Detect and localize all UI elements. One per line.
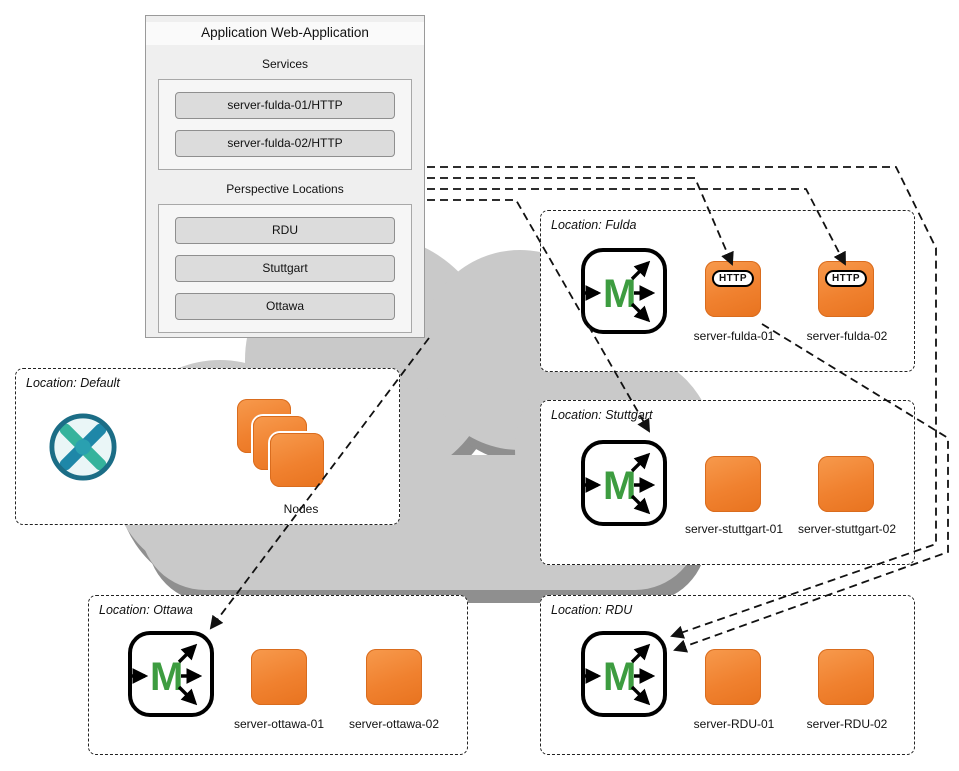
server-cube-fulda-02[interactable]: HTTP	[818, 261, 874, 317]
message-router-icon[interactable]: M	[579, 629, 669, 719]
server-cube-ottawa-02[interactable]	[366, 649, 422, 705]
m-letter: M	[603, 272, 636, 316]
server-cube-ottawa-01[interactable]	[251, 649, 307, 705]
server-label: server-fulda-02	[806, 329, 888, 343]
platform-logo-icon	[49, 413, 117, 481]
m-letter: M	[603, 655, 636, 699]
perspective-locations-heading: Perspective Locations	[226, 182, 344, 196]
perspective-item-stuttgart[interactable]: Stuttgart	[175, 255, 395, 282]
message-router-icon[interactable]: M	[579, 246, 669, 336]
message-router-icon[interactable]: M	[579, 438, 669, 528]
application-panel: Application Web-Application Services ser…	[145, 15, 425, 338]
service-item-fulda-02[interactable]: server-fulda-02/HTTP	[175, 130, 395, 157]
server-label: server-RDU-02	[806, 717, 888, 731]
server-label: server-ottawa-01	[233, 717, 325, 731]
server-label: server-stuttgart-01	[684, 522, 784, 536]
nodes-label: Nodes	[283, 502, 319, 516]
server-label: server-stuttgart-02	[797, 522, 897, 536]
server-cube-stuttgart-02[interactable]	[818, 456, 874, 512]
server-cube-fulda-01[interactable]: HTTP	[705, 261, 761, 317]
http-badge: HTTP	[824, 270, 868, 287]
server-cube-stuttgart-01[interactable]	[705, 456, 761, 512]
message-router-icon[interactable]: M	[126, 629, 216, 719]
service-item-fulda-01[interactable]: server-fulda-01/HTTP	[175, 92, 395, 119]
application-title: Application Web-Application	[146, 22, 424, 45]
m-arrows	[581, 643, 656, 706]
server-label: server-fulda-01	[693, 329, 775, 343]
location-box-fulda: Location: Fulda M HTTP HTTP server-fulda…	[540, 210, 915, 372]
location-box-default: Location: Default Nodes	[15, 368, 400, 525]
location-box-stuttgart: Location: Stuttgart M server-stuttgart-0…	[540, 400, 915, 565]
server-label: server-RDU-01	[693, 717, 775, 731]
services-group: server-fulda-01/HTTP server-fulda-02/HTT…	[158, 79, 412, 170]
location-title: Location: RDU	[551, 603, 633, 617]
node-cube-front	[270, 433, 324, 487]
server-cube-rdu-01[interactable]	[705, 649, 761, 705]
http-badge: HTTP	[711, 270, 755, 287]
m-letter: M	[150, 655, 183, 699]
m-letter: M	[603, 464, 636, 508]
location-title: Location: Fulda	[551, 218, 637, 232]
server-cube-rdu-02[interactable]	[818, 649, 874, 705]
location-title: Location: Default	[26, 376, 120, 390]
location-box-rdu: Location: RDU M server-RDU-01 server-RDU…	[540, 595, 915, 755]
m-arrows	[128, 643, 203, 706]
location-title: Location: Stuttgart	[551, 408, 653, 422]
location-box-ottawa: Location: Ottawa M server-ottawa-01 serv…	[88, 595, 468, 755]
perspective-locations-group: RDU Stuttgart Ottawa	[158, 204, 412, 333]
perspective-item-ottawa[interactable]: Ottawa	[175, 293, 395, 320]
location-title: Location: Ottawa	[99, 603, 193, 617]
services-heading: Services	[261, 57, 308, 71]
server-label: server-ottawa-02	[348, 717, 440, 731]
perspective-item-rdu[interactable]: RDU	[175, 217, 395, 244]
